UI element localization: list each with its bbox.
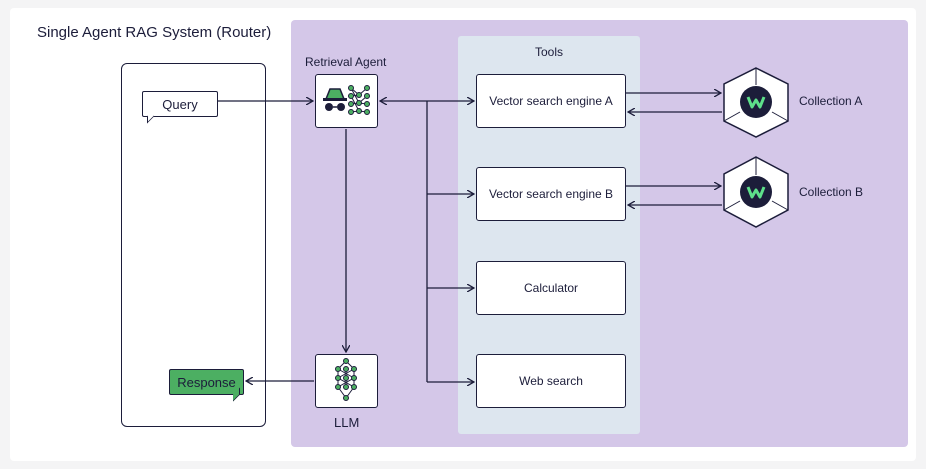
tool-label: Vector search engine B bbox=[488, 187, 614, 201]
tool-calculator: Calculator bbox=[476, 261, 626, 315]
response-label: Response bbox=[177, 374, 236, 390]
retrieval-agent-label: Retrieval Agent bbox=[305, 55, 387, 69]
user-panel bbox=[121, 63, 266, 427]
tool-vector-search-a: Vector search engine A bbox=[476, 74, 626, 128]
tools-title: Tools bbox=[534, 45, 563, 59]
llm-label: LLM bbox=[334, 415, 360, 430]
query-bubble: Query bbox=[142, 91, 218, 117]
tool-label: Calculator bbox=[523, 281, 579, 295]
tool-vector-search-b: Vector search engine B bbox=[476, 167, 626, 221]
spy-agent-icon bbox=[323, 88, 347, 111]
collection-b-label: Collection B bbox=[799, 185, 864, 199]
tool-label: Vector search engine A bbox=[489, 94, 613, 108]
response-bubble: Response bbox=[169, 369, 244, 395]
llm-node bbox=[315, 354, 378, 408]
tool-label: Web search bbox=[519, 374, 583, 388]
retrieval-agent-node bbox=[315, 74, 378, 128]
diagram-title: Single Agent RAG System (Router) bbox=[37, 24, 272, 41]
collection-a-label: Collection A bbox=[799, 94, 863, 108]
query-label: Query bbox=[162, 96, 198, 112]
tool-web-search: Web search bbox=[476, 354, 626, 408]
